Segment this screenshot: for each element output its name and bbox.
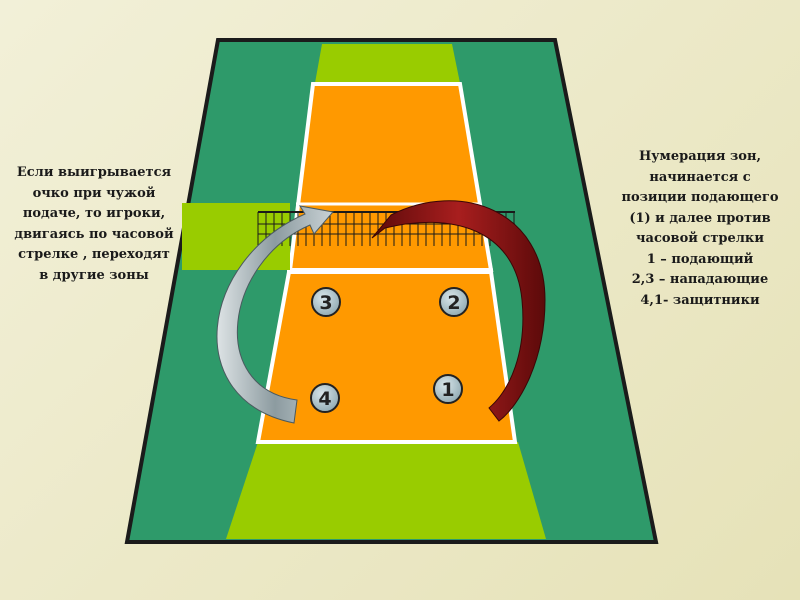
- zone-numbering-note: Нумерация зон, начинается с позиции пода…: [600, 147, 800, 311]
- zone-marker-4: 4: [311, 384, 339, 412]
- note-line: позиции подающего: [600, 188, 800, 209]
- note-line: двигаясь по часовой: [4, 225, 184, 246]
- rotation-rule-note: Если выигрывается очко при чужой подаче,…: [4, 163, 184, 286]
- far-free-zone: [315, 44, 460, 83]
- note-line: 1 – подающий: [600, 250, 800, 271]
- note-line: подаче, то игроки,: [4, 204, 184, 225]
- zone-label: 2: [447, 292, 460, 314]
- zone-label: 3: [319, 292, 332, 314]
- zone-label: 4: [318, 388, 331, 410]
- zone-marker-1: 1: [434, 375, 462, 403]
- note-line: Если выигрывается: [4, 163, 184, 184]
- near-free-zone: [226, 442, 546, 539]
- note-line: Нумерация зон,: [600, 147, 800, 168]
- note-line: начинается с: [600, 168, 800, 189]
- zone-label: 1: [441, 379, 454, 401]
- note-line: стрелке , переходят: [4, 245, 184, 266]
- note-line: 2,3 – нападающие: [600, 270, 800, 291]
- near-court-half: [258, 272, 515, 442]
- far-court-half: [290, 84, 491, 270]
- note-line: в другие зоны: [4, 266, 184, 287]
- zone-marker-3: 3: [312, 288, 340, 316]
- zone-marker-2: 2: [440, 288, 468, 316]
- note-line: 4,1- защитники: [600, 291, 800, 312]
- note-line: часовой стрелки: [600, 229, 800, 250]
- note-line: очко при чужой: [4, 184, 184, 205]
- note-line: (1) и далее против: [600, 209, 800, 230]
